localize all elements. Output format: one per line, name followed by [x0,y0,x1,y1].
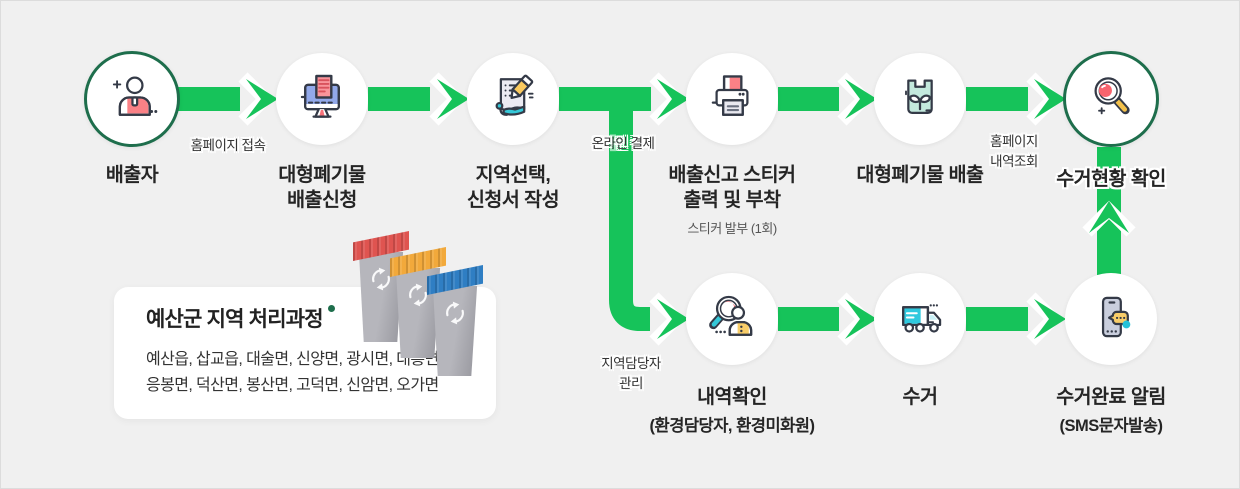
step-label-text: 대형폐기물 배출 [856,164,985,186]
step-discharger [84,51,180,147]
step-collect [874,273,966,365]
connector-label-homepage-history: 홈페이지 내역조회 [990,134,1038,169]
recycle-arrows-icon [446,301,464,325]
recycle-arrows-icon [409,283,427,307]
step-label-text: 배출자 [105,164,159,186]
recycle-arrows-icon [372,267,390,291]
step-label-apply: 대형폐기물 배출신청 [278,163,366,214]
recycling-bins-illustration [353,231,509,397]
recycle-bin-blue [427,265,483,387]
step-label-text: 수거 [902,386,938,408]
step-sticker [686,53,778,145]
step-label-review: 내역확인 (환경담당자, 환경미화원) [650,385,815,436]
step-label-discharger: 배출자 [105,163,159,188]
step-sublabel-text: (환경담당자, 환경미화원) [649,417,815,436]
printer-icon [704,69,760,130]
step-sublabel-text: (SMS문자발송) [1059,417,1163,436]
step-region-form [467,53,559,145]
form-pencil-icon [485,69,541,130]
step-label-collect: 수거 [903,385,938,410]
step-label-text: 수거완료 알림 [1056,386,1166,408]
step-label-text: 배출신고 스티커 출력 및 부착 [668,164,797,212]
step-review [686,273,778,365]
step-apply [276,53,368,145]
person-icon [104,69,160,130]
step-label-text: 대형폐기물 배출신청 [278,164,366,212]
card-title-text: 예산군 지역 처리과정 [146,308,324,331]
step-label-sms-notify: 수거완료 알림 (SMS문자발송) [1056,385,1166,436]
step-label-status-check: 수거현황 확인 [1056,167,1166,192]
step-label-discharge: 대형폐기물 배출 [856,163,985,188]
connector-label-online-payment: 온라인 결제 [591,136,655,151]
step-sublabel-text: 스티커 발부 (1회) [687,220,777,236]
step-label-sticker: 배출신고 스티커 출력 및 부착 스티커 발부 (1회) [668,163,797,237]
magnifier-icon [1083,69,1139,130]
step-status-check [1063,51,1159,147]
step-label-text: 지역선택, 신청서 작성 [466,164,560,212]
connector-label-homepage-access: 홈페이지 접속 [190,138,266,153]
truck-icon [892,289,948,350]
magnifier-person-icon [704,289,760,350]
step-label-text: 내역확인 [697,386,767,408]
card-title: 예산군 지역 처리과정 [146,303,335,333]
green-dot [327,305,335,312]
phone-sms-icon [1083,289,1139,350]
connector-label-local-manager: 지역담당자 관리 [601,356,661,391]
step-sms-notify [1065,273,1157,365]
step-discharge [874,53,966,145]
monitor-apply-icon [294,69,350,130]
waste-bag-icon [892,69,948,130]
step-label-text: 수거현황 확인 [1056,168,1166,190]
step-label-region-form: 지역선택, 신청서 작성 [466,163,560,214]
